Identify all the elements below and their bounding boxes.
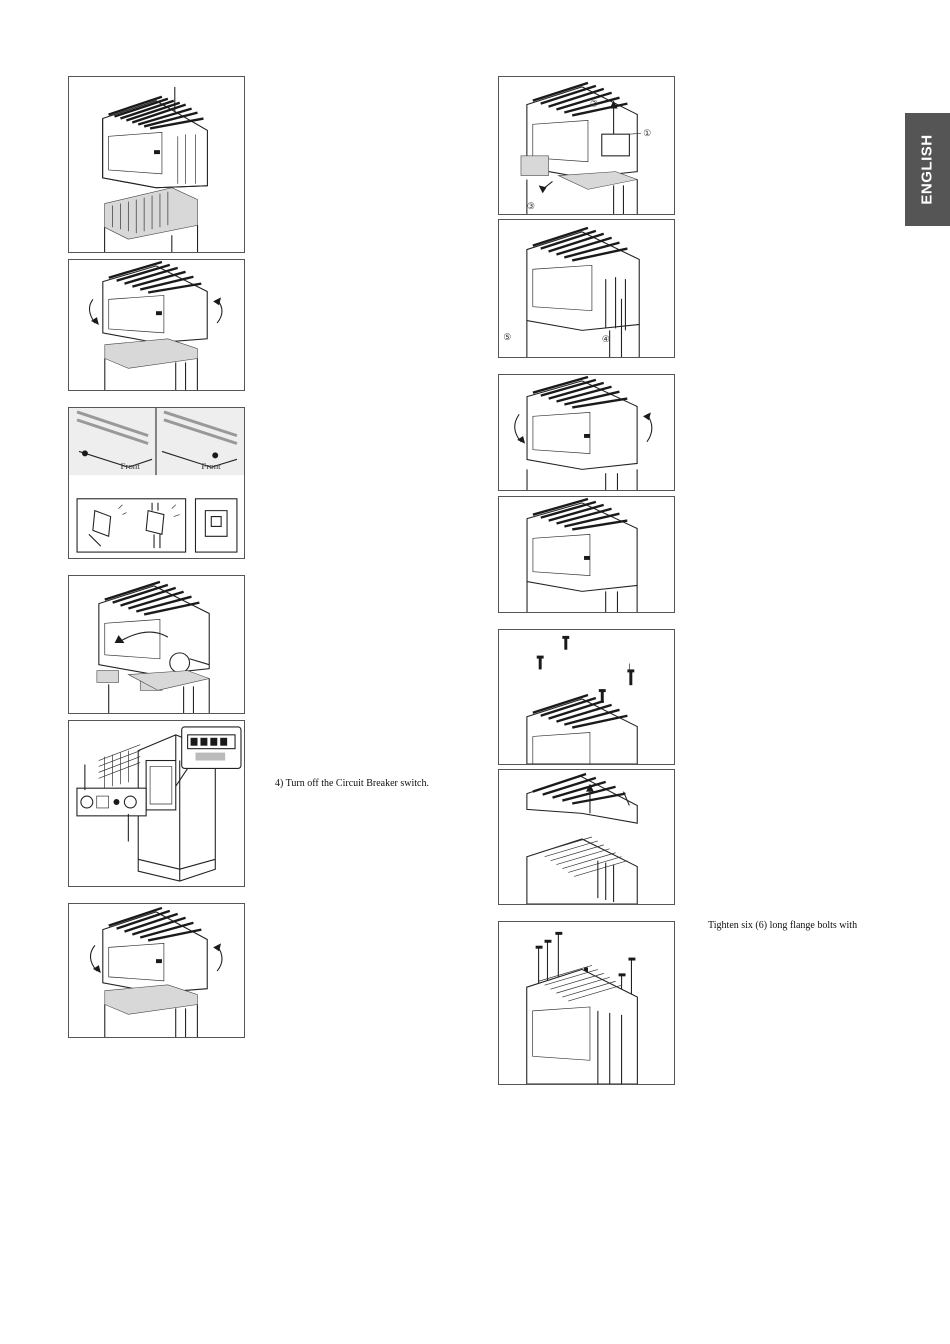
language-side-tab: ENGLISH <box>905 113 950 226</box>
figure-bracket-fasteners: ⑤ ④ <box>498 219 675 358</box>
figure-circuit-breaker <box>68 720 245 887</box>
callout-5: ⑤ <box>503 332 511 342</box>
caption-flange-bolts: Tighten six (6) long flange bolts with <box>708 920 857 932</box>
callout-3: ③ <box>527 201 535 211</box>
figure-flange-bolts <box>498 921 675 1085</box>
figure-cover-removal <box>498 769 675 905</box>
front-label-left: Front <box>120 461 140 471</box>
figure-lowering-unit <box>68 76 245 253</box>
callout-4: ④ <box>602 334 610 344</box>
figure-sliding-unit <box>68 575 245 714</box>
caption-circuit-breaker: 4) Turn off the Circuit Breaker switch. <box>275 778 429 790</box>
language-tab-label: ENGLISH <box>919 134 936 204</box>
callout-1: ① <box>643 128 651 138</box>
callout-2: ② <box>590 99 598 109</box>
figure-rotating-unit <box>68 903 245 1038</box>
figure-numbered-steps: ② ① ③ <box>498 76 675 215</box>
figure-tilting-unit <box>68 259 245 391</box>
figure-cable-connection: Front Front <box>68 407 245 559</box>
figure-top-screws <box>498 629 675 765</box>
front-label-right: Front <box>201 461 221 471</box>
figure-seated-unit <box>498 496 675 613</box>
figure-mounting-rotate <box>498 374 675 491</box>
